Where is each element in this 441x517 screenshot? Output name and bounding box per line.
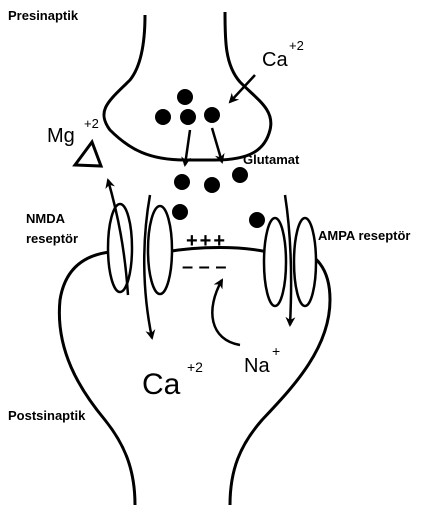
glutamate-molecule xyxy=(249,212,265,228)
glutamate-label: Glutamat xyxy=(243,152,300,167)
presynaptic-label: Presinaptik xyxy=(8,8,79,23)
calcium-entry-arrow xyxy=(230,75,255,102)
vesicle xyxy=(177,89,193,105)
ampa-subunit-left xyxy=(264,218,286,306)
glutamate-molecule xyxy=(172,204,188,220)
calcium-bottom-charge: +2 xyxy=(187,359,203,375)
negative-charges: – – – xyxy=(182,256,226,278)
vesicle xyxy=(155,109,171,125)
postsynaptic-label: Postsinaptik xyxy=(8,408,86,423)
released-glutamate xyxy=(172,167,265,228)
magnesium-charge: +2 xyxy=(84,116,99,131)
glutamate-vesicles xyxy=(155,89,220,125)
ampa-subunit-right xyxy=(294,218,316,306)
nmda-label-line2: reseptör xyxy=(26,231,78,246)
calcium-top-label: Ca xyxy=(262,49,288,71)
sodium-arrow xyxy=(212,280,240,345)
release-arrow xyxy=(212,128,222,162)
sodium-label: Na xyxy=(244,355,270,377)
nmda-subunit-left xyxy=(108,204,132,292)
sodium-charge: + xyxy=(272,343,280,359)
nmda-subunit-right xyxy=(148,206,172,294)
glutamate-molecule xyxy=(174,174,190,190)
glutamate-molecule xyxy=(232,167,248,183)
glutamate-molecule xyxy=(204,177,220,193)
positive-charges: +++ xyxy=(186,230,227,252)
vesicle xyxy=(204,107,220,123)
calcium-bottom-label: Ca xyxy=(142,368,181,401)
vesicle xyxy=(180,109,196,125)
ampa-label: AMPA reseptör xyxy=(318,228,410,243)
magnesium-label: Mg xyxy=(47,125,75,147)
calcium-top-charge: +2 xyxy=(289,38,304,53)
magnesium-triangle-icon xyxy=(75,142,101,166)
nmda-label-line1: NMDA xyxy=(26,211,66,226)
